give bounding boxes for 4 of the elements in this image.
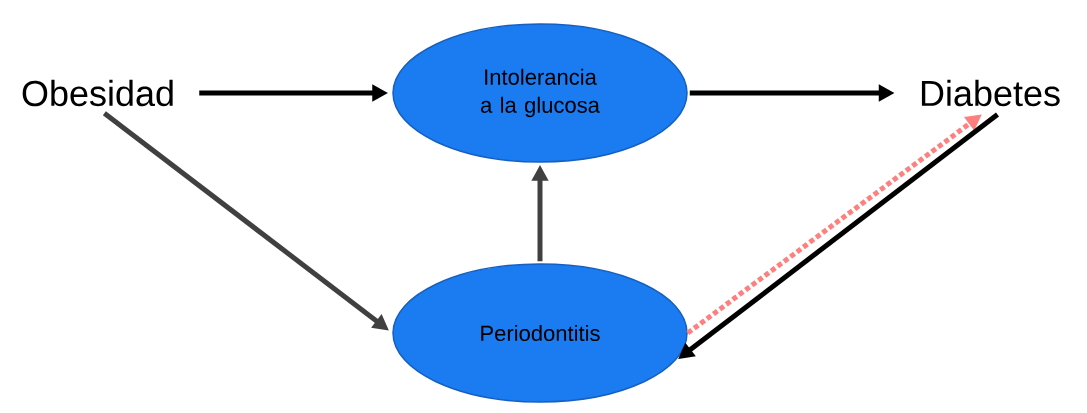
node-label: Diabetes (921, 79, 1060, 107)
ellipse-node: Periodontitis (392, 263, 688, 403)
node-label: Obesidad (22, 79, 173, 107)
ellipse-node: Intolerancia a la glucosa (392, 23, 688, 163)
